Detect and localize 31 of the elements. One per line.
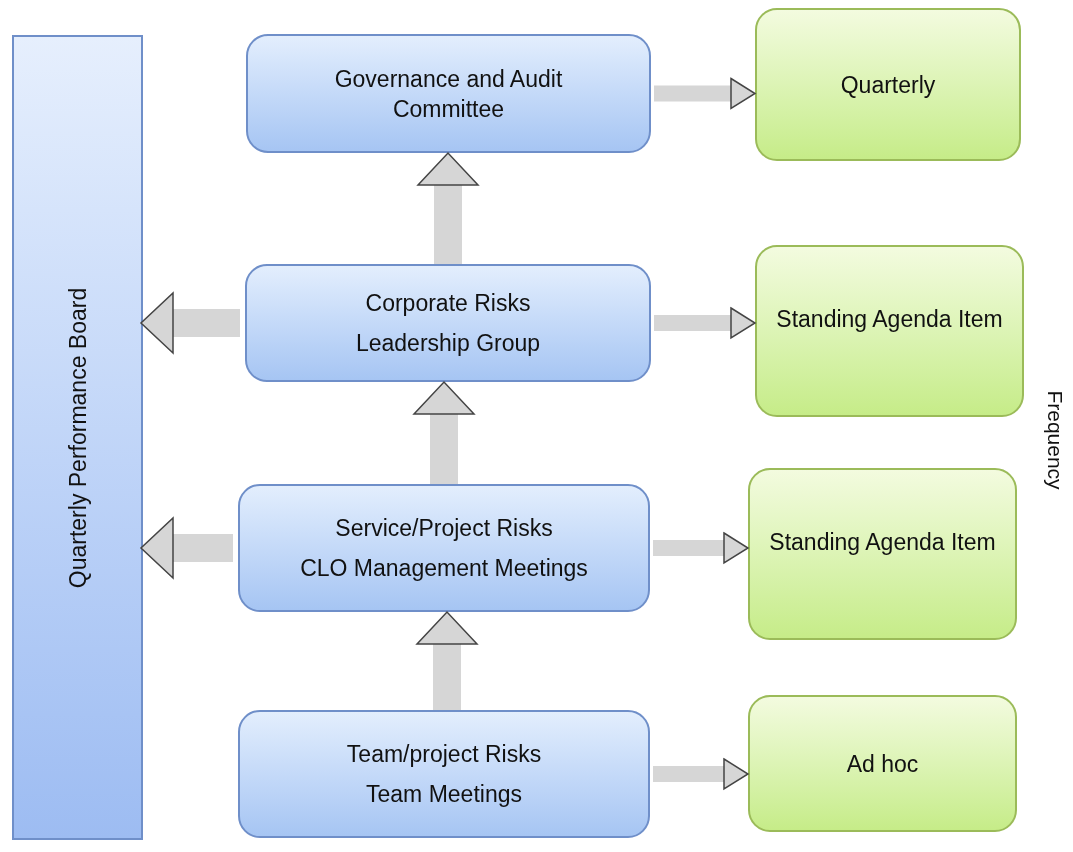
process-box xyxy=(245,264,651,382)
frequency-box xyxy=(748,695,1017,832)
block-arrow xyxy=(417,152,479,264)
block-arrow xyxy=(653,758,749,790)
box-label: Governance and Audit Committee xyxy=(333,64,564,124)
block-arrow xyxy=(654,307,756,339)
process-box xyxy=(246,34,651,153)
box-label: Quarterly xyxy=(840,70,936,100)
box-label: Team/project Risks xyxy=(346,740,542,769)
box-label: Service/Project Risks xyxy=(335,514,553,543)
box-label: CLO Management Meetings xyxy=(300,554,588,583)
frequency-box xyxy=(748,468,1017,640)
process-box xyxy=(238,710,650,838)
block-arrow xyxy=(413,381,475,484)
box-label: Standing Agenda Item xyxy=(769,528,996,557)
frequency-box xyxy=(755,8,1021,161)
box-label: Standing Agenda Item xyxy=(776,305,1003,334)
board-label: Quarterly Performance Board xyxy=(63,287,92,588)
box-label: Ad hoc xyxy=(846,749,919,779)
box-label: Corporate Risks xyxy=(365,289,531,318)
block-arrow xyxy=(653,532,749,564)
block-arrow xyxy=(416,611,478,710)
process-box xyxy=(238,484,650,612)
box-label: Leadership Group xyxy=(355,329,541,358)
board-bar xyxy=(12,35,143,840)
block-arrow xyxy=(654,77,756,110)
box-label: Team Meetings xyxy=(366,780,522,809)
frequency-box xyxy=(755,245,1024,417)
axis-label: Frequency xyxy=(1042,390,1068,490)
block-arrow xyxy=(140,517,233,579)
block-arrow xyxy=(140,292,240,354)
